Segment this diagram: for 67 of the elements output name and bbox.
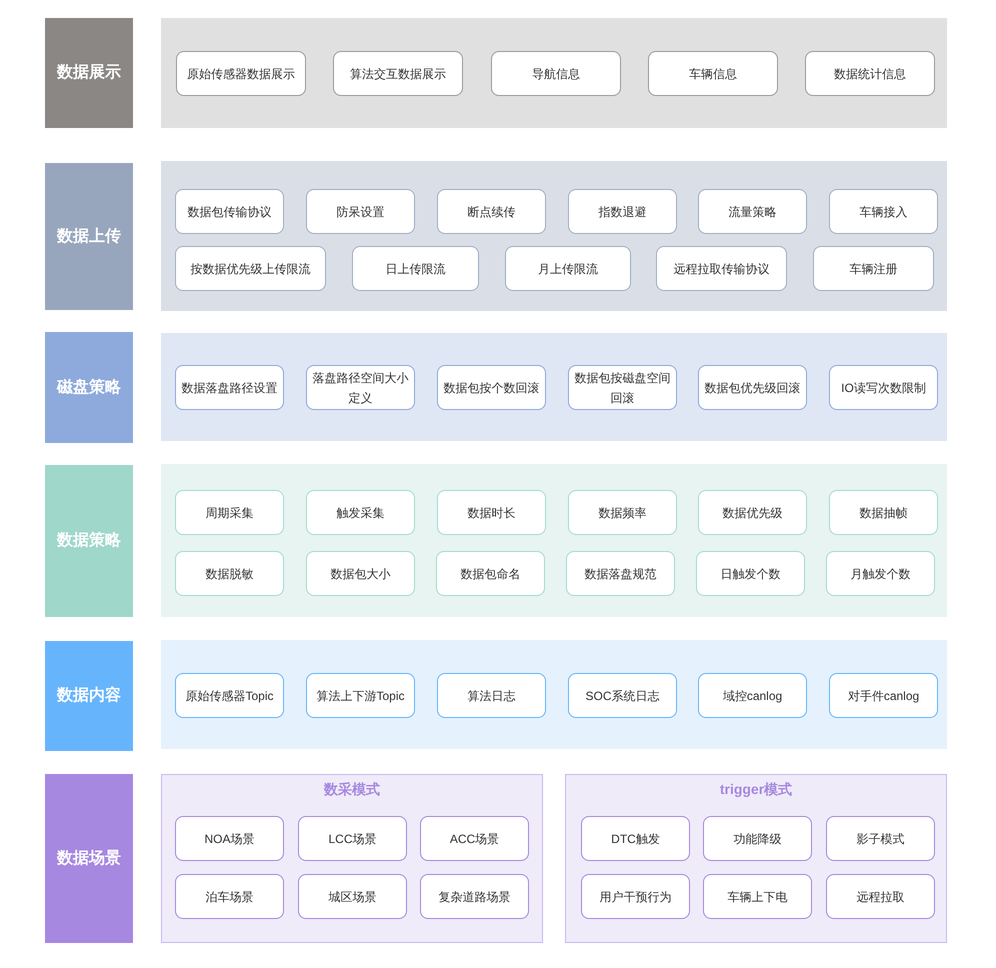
item-box: 数据统计信息 — [805, 51, 935, 96]
item-box: 车辆接入 — [829, 189, 938, 234]
item-box: 域控canlog — [698, 673, 807, 718]
item-box: 算法日志 — [437, 673, 546, 718]
item-box: 对手件canlog — [829, 673, 938, 718]
panel — [161, 161, 947, 311]
item-box: 数据脱敏 — [175, 551, 284, 596]
item-box: 导航信息 — [491, 51, 621, 96]
item-box: 车辆信息 — [648, 51, 778, 96]
panel — [565, 774, 947, 943]
item-box: 车辆注册 — [813, 246, 934, 291]
item-box: 月上传限流 — [505, 246, 631, 291]
item-box: 原始传感器Topic — [175, 673, 284, 718]
item-box: 原始传感器数据展示 — [176, 51, 306, 96]
item-box: 远程拉取传输协议 — [656, 246, 787, 291]
item-box: 数据包大小 — [306, 551, 415, 596]
item-box: 城区场景 — [298, 874, 407, 919]
item-box: 指数退避 — [568, 189, 677, 234]
item-box: 数据包按个数回滚 — [437, 365, 546, 410]
item-box: 数据频率 — [568, 490, 677, 535]
item-box: IO读写次数限制 — [829, 365, 938, 410]
item-box: 数据包命名 — [436, 551, 545, 596]
item-box: 复杂道路场景 — [420, 874, 529, 919]
item-box: 数据抽帧 — [829, 490, 938, 535]
panel — [161, 464, 947, 617]
panel-title: 数采模式 — [322, 780, 381, 798]
item-box: LCC场景 — [298, 816, 407, 861]
item-box: 功能降级 — [703, 816, 812, 861]
row-header: 数据内容 — [45, 641, 133, 751]
item-box: 日触发个数 — [696, 551, 805, 596]
item-box: 数据包传输协议 — [175, 189, 284, 234]
panel — [161, 774, 543, 943]
item-box: ACC场景 — [420, 816, 529, 861]
row-header: 数据场景 — [45, 774, 133, 943]
item-box: 数据优先级 — [698, 490, 807, 535]
item-box: 算法上下游Topic — [306, 673, 415, 718]
item-box: 断点续传 — [437, 189, 546, 234]
item-box: 影子模式 — [826, 816, 935, 861]
item-box: 流量策略 — [698, 189, 807, 234]
item-box: 远程拉取 — [826, 874, 935, 919]
panel — [161, 640, 947, 749]
panel — [161, 333, 947, 441]
item-box: 数据落盘路径设置 — [175, 365, 284, 410]
item-box: 泊车场景 — [175, 874, 284, 919]
item-box: SOC系统日志 — [568, 673, 677, 718]
item-box: NOA场景 — [175, 816, 284, 861]
item-box: 触发采集 — [306, 490, 415, 535]
item-box: 用户干预行为 — [581, 874, 690, 919]
panel-title: trigger模式 — [718, 780, 794, 798]
item-box: 算法交互数据展示 — [333, 51, 463, 96]
item-box: 车辆上下电 — [703, 874, 812, 919]
item-box: 月触发个数 — [826, 551, 935, 596]
item-box: 按数据优先级上传限流 — [175, 246, 326, 291]
row-header: 磁盘策略 — [45, 332, 133, 443]
item-box: 数据包按磁盘空间回滚 — [568, 365, 677, 410]
row-header: 数据上传 — [45, 163, 133, 310]
item-box: 数据落盘规范 — [566, 551, 675, 596]
item-box: 周期采集 — [175, 490, 284, 535]
row-header: 数据展示 — [45, 18, 133, 128]
item-box: 防呆设置 — [306, 189, 415, 234]
item-box: 日上传限流 — [352, 246, 479, 291]
item-box: 数据包优先级回滚 — [698, 365, 807, 410]
item-box: DTC触发 — [581, 816, 690, 861]
item-box: 数据时长 — [437, 490, 546, 535]
row-header: 数据策略 — [45, 465, 133, 617]
item-box: 落盘路径空间大小定义 — [306, 365, 415, 410]
panel — [161, 18, 947, 128]
